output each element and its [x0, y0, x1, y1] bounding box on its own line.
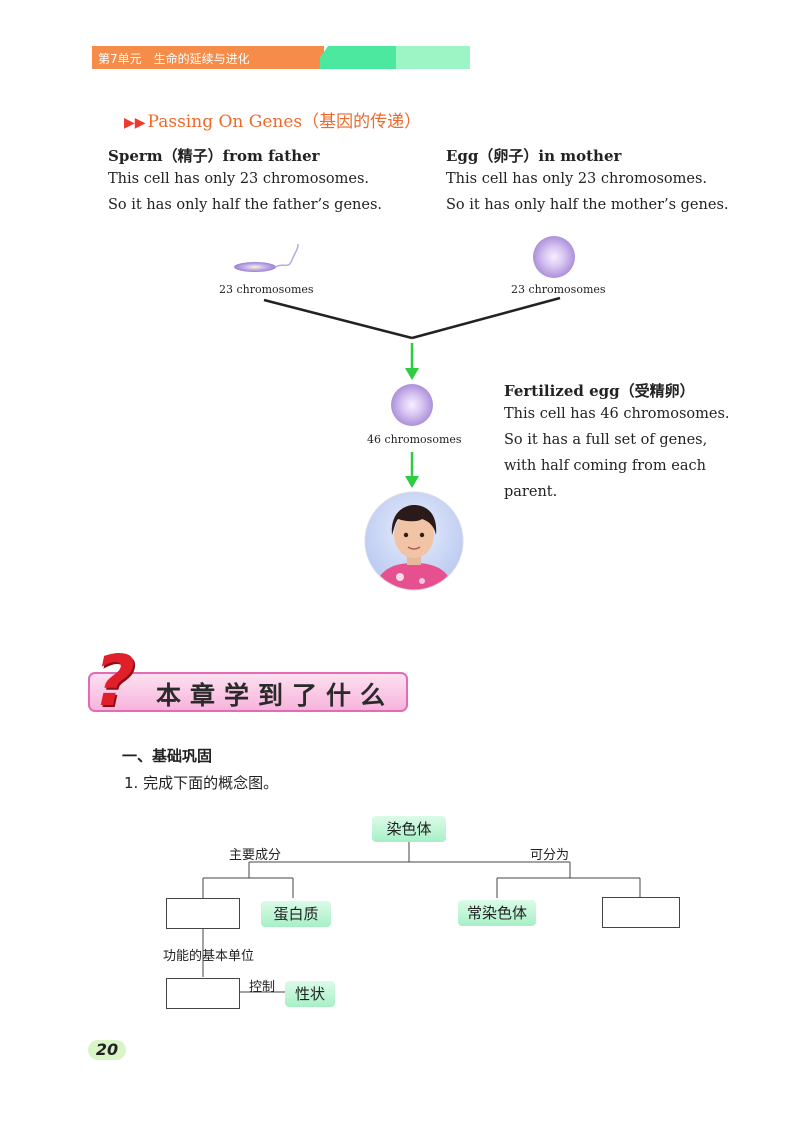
sperm-line-1: This cell has only 23 chromosomes. [108, 171, 370, 187]
egg-chromosomes-label: 23 chromosomes [511, 283, 606, 296]
header-band-green [320, 46, 398, 69]
page-number: 20 [88, 1040, 126, 1060]
fertilized-chromosomes-label: 46 chromosomes [367, 433, 462, 446]
egg-heading: Egg（卵子）in mother [446, 147, 622, 165]
fertilized-line-4: parent. [504, 484, 558, 500]
child-photo [364, 491, 464, 591]
egg-cell-icon [533, 236, 575, 278]
header-band-light-green [396, 46, 470, 69]
euchromatin-box: 常染色体 [458, 900, 536, 926]
fertilized-egg-icon [391, 384, 433, 426]
sperm-line-2: So it has only half the father’s genes. [108, 197, 383, 213]
section-title-text: Passing On Genes（基因的传递） [147, 112, 422, 132]
double-triangle-icon: ▶▶ [124, 115, 146, 131]
fertilized-heading: Fertilized egg（受精卵） [504, 382, 695, 400]
fertilized-line-1: This cell has 46 chromosomes. [504, 406, 730, 422]
sperm-cell-icon [234, 243, 299, 272]
fertilization-lines [263, 296, 561, 488]
section-title: ▶▶Passing On Genes（基因的传递） [124, 107, 421, 132]
chromosome-box: 染色体 [372, 816, 446, 842]
protein-box: 蛋白质 [261, 901, 331, 927]
concept-map-lines [202, 842, 641, 993]
blank-box-gene[interactable] [166, 978, 240, 1009]
sperm-heading: Sperm（精子）from father [108, 147, 320, 165]
blank-box-dna[interactable] [166, 898, 240, 929]
fertilized-line-3: with half coming from each [504, 458, 706, 474]
control-label: 控制 [249, 980, 276, 995]
blank-box-sex-chromosome[interactable] [602, 897, 680, 928]
main-component-label: 主要成分 [229, 848, 282, 863]
classification-label: 可分为 [530, 848, 570, 863]
chapter-title: 本章学到了什么 [156, 681, 395, 710]
exercise-section-heading: 一、基础巩固 [122, 747, 213, 765]
trait-box: 性状 [285, 981, 335, 1007]
egg-line-2: So it has only half the mother’s genes. [446, 197, 729, 213]
sperm-chromosomes-label: 23 chromosomes [219, 283, 314, 296]
chapter-banner [88, 672, 408, 712]
fertilized-line-2: So it has a full set of genes, [504, 432, 708, 448]
function-unit-label: 功能的基本单位 [163, 949, 255, 964]
unit-label: 第7单元 生命的延续与进化 [98, 52, 250, 66]
exercise-question: 1. 完成下面的概念图。 [124, 774, 279, 792]
egg-line-1: This cell has only 23 chromosomes. [446, 171, 708, 187]
header-band-orange [92, 46, 324, 69]
